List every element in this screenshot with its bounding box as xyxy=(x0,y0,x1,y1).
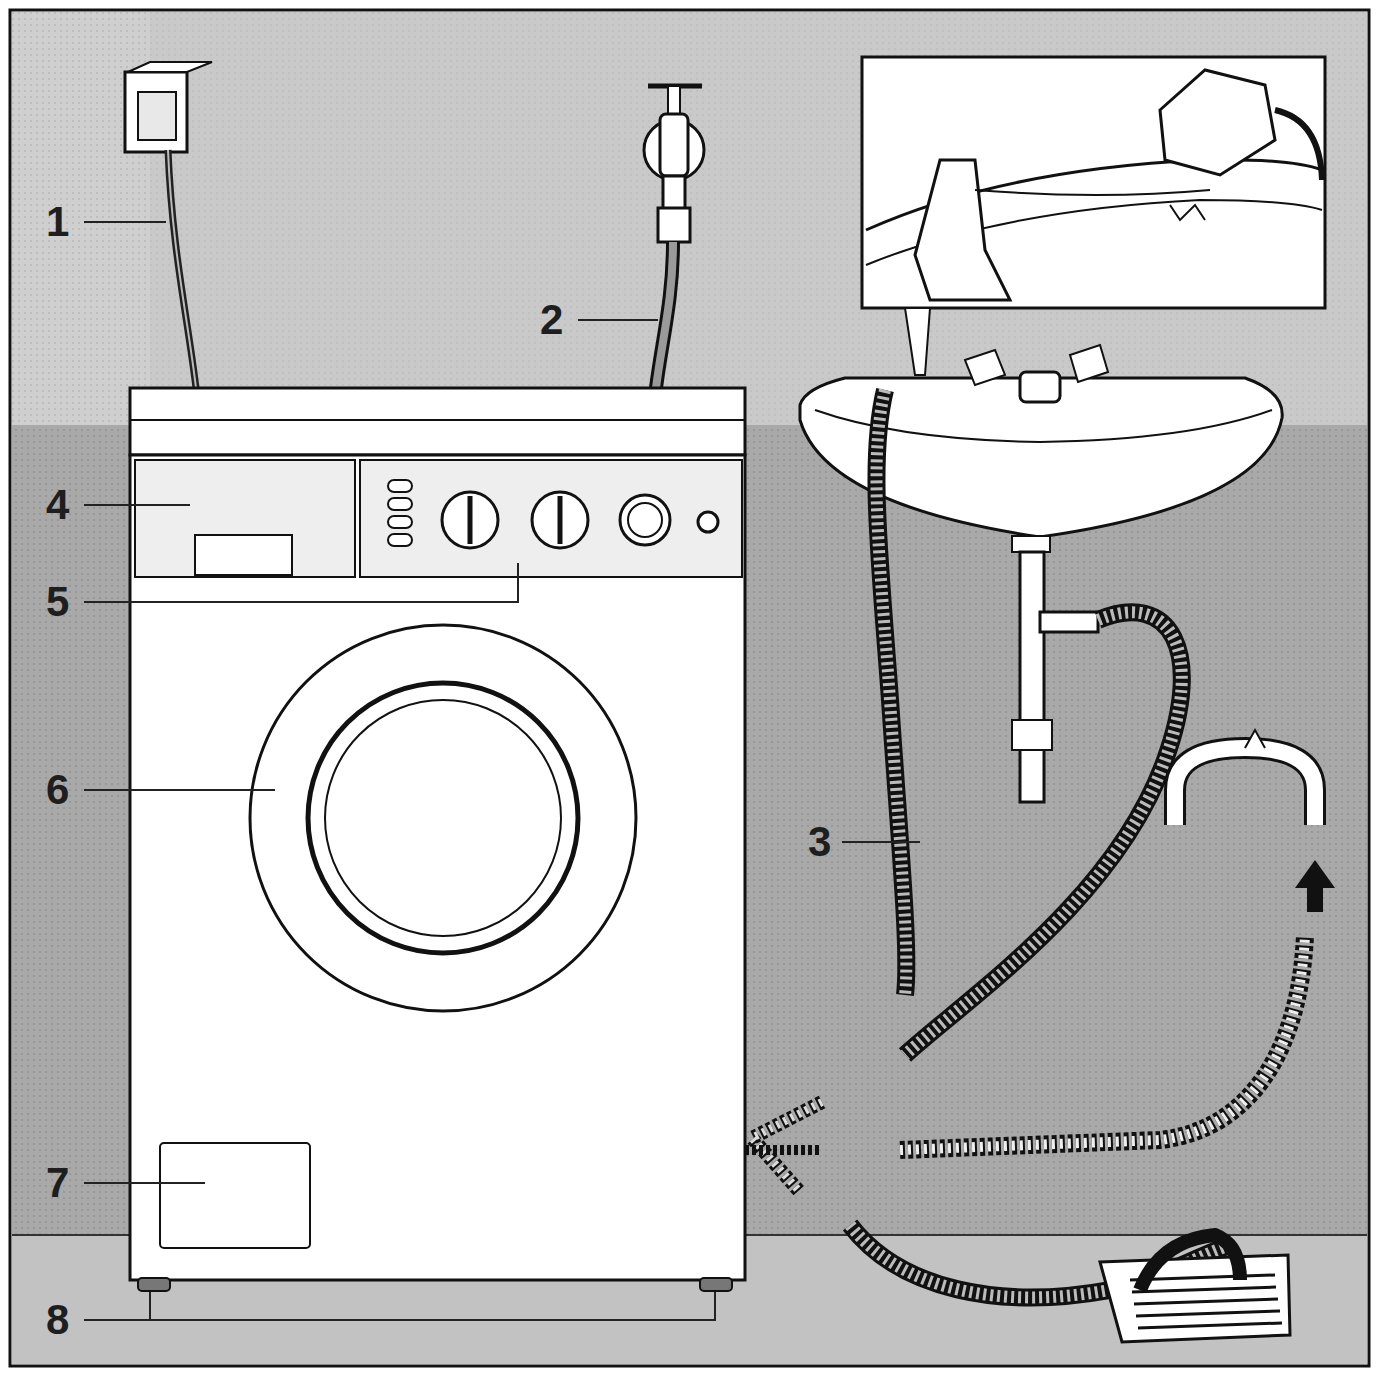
callout-number: 6 xyxy=(46,768,69,812)
drawer-handle xyxy=(195,535,292,575)
leader-line xyxy=(84,504,190,506)
temperature-knob xyxy=(532,492,588,548)
inset-tap xyxy=(1160,70,1275,175)
inset-pointer xyxy=(905,308,930,375)
drain-tee xyxy=(1040,612,1098,632)
inlet-hose xyxy=(656,242,673,388)
upper-wall-shade xyxy=(150,12,1367,425)
inset-hose-hook xyxy=(915,160,1010,300)
pipe-joint xyxy=(1012,720,1052,750)
hose-routing-chevron xyxy=(745,1145,820,1155)
drain-nut xyxy=(1012,536,1050,552)
inlet-hose-fill xyxy=(656,242,673,388)
callout-number: 8 xyxy=(46,1298,69,1342)
door-frame xyxy=(250,625,636,1011)
frame xyxy=(10,10,1369,1366)
tap-body xyxy=(660,114,688,176)
wall-socket xyxy=(125,72,187,152)
power-cable-highlight xyxy=(168,150,196,388)
tap-spout xyxy=(663,176,685,210)
indicator-lamp xyxy=(698,512,718,532)
leader-line xyxy=(84,563,518,602)
power-cable xyxy=(168,150,196,388)
inset-tap-neck xyxy=(1275,110,1322,180)
drain-pipe xyxy=(1020,552,1044,802)
tap-stem xyxy=(668,86,680,116)
leader-line xyxy=(84,789,275,791)
hook-tip xyxy=(1245,730,1265,748)
knob-grip xyxy=(558,496,563,544)
machine-foot xyxy=(700,1278,732,1291)
callout-number: 5 xyxy=(46,580,69,624)
start-button-ring xyxy=(628,503,662,537)
drain-hose xyxy=(876,390,906,995)
detergent-drawer xyxy=(135,460,355,577)
hose-ribs xyxy=(876,390,906,995)
drain-grate xyxy=(1130,1275,1282,1328)
callout-number: 7 xyxy=(46,1161,69,1205)
inset-knot xyxy=(1170,205,1205,220)
start-button xyxy=(620,495,670,545)
hose-ribs xyxy=(900,935,1305,1150)
door-ring xyxy=(308,683,578,953)
direction-arrow xyxy=(1295,860,1335,912)
leader-line xyxy=(842,841,920,843)
callout-number: 3 xyxy=(808,820,831,864)
control-panel xyxy=(360,460,742,577)
push-button xyxy=(388,480,412,492)
socket-face xyxy=(138,92,176,140)
hose-coupling xyxy=(658,208,690,242)
basin-mixer xyxy=(1020,372,1060,402)
service-flap xyxy=(160,1143,310,1248)
leader-line xyxy=(84,1292,715,1320)
hose-hook-fill xyxy=(1175,748,1315,825)
machine-foot xyxy=(138,1278,170,1291)
leader-line xyxy=(84,1182,205,1184)
program-knob xyxy=(442,492,498,548)
drain-hose xyxy=(900,935,1305,1150)
detail-inset xyxy=(862,57,1325,308)
floor-drain xyxy=(1100,1255,1290,1342)
floor-hose-hook xyxy=(1140,1235,1240,1290)
knob-grip xyxy=(468,496,473,544)
inset-cord xyxy=(975,190,1210,195)
socket-cover xyxy=(128,62,212,72)
callout-number: 2 xyxy=(540,298,563,342)
upper-wall xyxy=(12,12,1367,425)
machine-body xyxy=(130,455,745,1280)
basin-tap-handle xyxy=(1070,345,1108,382)
hose-ribs xyxy=(905,612,1182,1055)
basin-tap-handle xyxy=(965,350,1005,385)
lid-edge xyxy=(130,419,745,421)
leader-line xyxy=(578,319,658,321)
push-button xyxy=(388,534,412,546)
drain-hose xyxy=(905,612,1182,1055)
machine-lid xyxy=(130,388,745,455)
hose-hook xyxy=(1175,748,1315,825)
leader-line xyxy=(84,221,166,223)
callout-number: 1 xyxy=(46,200,69,244)
push-button xyxy=(388,498,412,510)
callout-number: 4 xyxy=(46,483,69,527)
door-glass xyxy=(325,700,561,936)
push-button xyxy=(388,516,412,528)
